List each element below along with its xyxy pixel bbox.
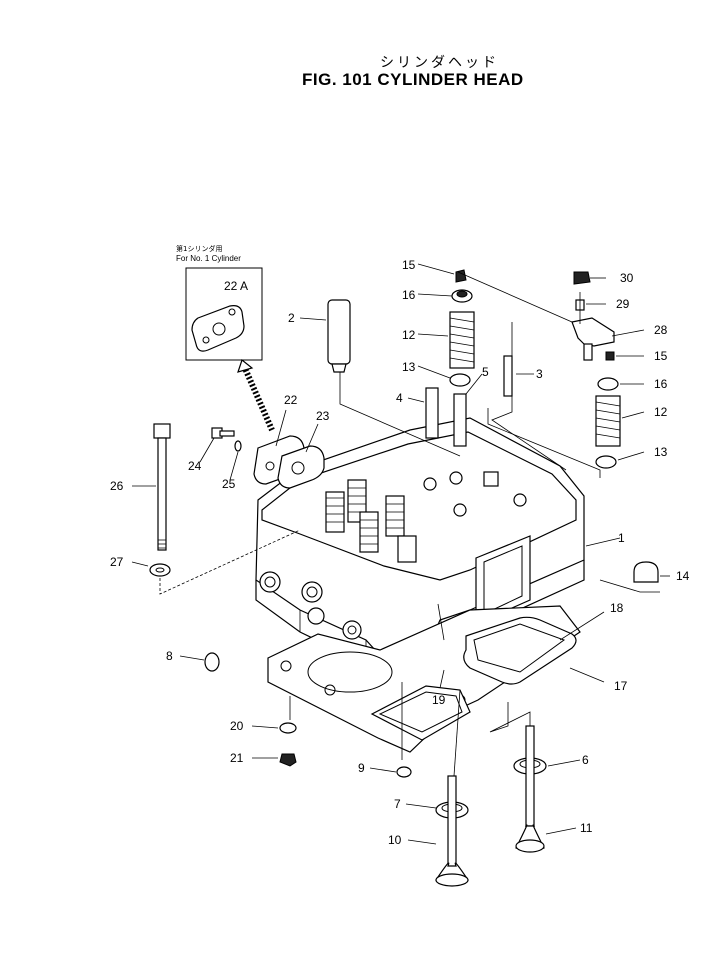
intake-valve-guide: [453, 393, 467, 447]
callout-11: 11: [580, 821, 593, 835]
callout-19: 19: [432, 693, 446, 707]
installed-valve-springs: [325, 471, 527, 563]
callout-16-right: 16: [654, 377, 668, 391]
exhaust-valve: [435, 775, 469, 887]
inset-arrow: [237, 358, 275, 432]
callout-16: 16: [402, 288, 416, 302]
callout-21: 21: [230, 751, 244, 765]
valve-crosshead: [571, 317, 615, 347]
callout-27: 27: [110, 555, 124, 569]
page-title: FIG. 101 CYLINDER HEAD: [302, 70, 524, 89]
callout-4: 4: [396, 391, 403, 405]
callout-10: 10: [388, 833, 402, 847]
callout-9: 9: [358, 761, 365, 775]
intake-valve: [515, 725, 545, 853]
rocker-shaft-cap: [633, 561, 659, 583]
callout-18: 18: [610, 601, 624, 615]
leader-lines: [131, 263, 670, 845]
injector-sleeve: [327, 299, 351, 373]
callout-29: 29: [616, 297, 630, 311]
plate-bolt: [211, 427, 235, 439]
valve-spring: [449, 311, 475, 369]
inset-part-label: 22 A: [224, 279, 248, 293]
adjusting-nut: [573, 271, 591, 285]
spring-seat: [449, 373, 471, 387]
spring-seat-right: [595, 455, 617, 469]
head-nut: [279, 753, 297, 767]
callout-14: 14: [676, 569, 690, 583]
bolt-washer: [149, 563, 171, 577]
callout-15: 15: [402, 258, 416, 272]
expansion-plug: [204, 652, 220, 672]
callout-23: 23: [316, 409, 330, 423]
valve-guide-pin: [503, 355, 513, 397]
callout-12-right: 12: [654, 405, 668, 419]
callout-8: 8: [166, 649, 173, 663]
callout-6: 6: [582, 753, 589, 767]
callout-1: 1: [618, 531, 625, 545]
sealing-washer: [279, 722, 297, 734]
valve-spring-right: [595, 395, 621, 447]
callout-28: 28: [654, 323, 668, 337]
callout-2: 2: [288, 311, 295, 325]
callout-labels: 15 16 12 13 2 5 3 4 30 29 28 15 16 12 13…: [110, 258, 690, 847]
plate-washer: [234, 440, 242, 452]
spring-retainer-right: [597, 377, 619, 391]
callout-26: 26: [110, 479, 124, 493]
plate-gasket: [277, 445, 325, 489]
callout-30: 30: [620, 271, 634, 285]
inset-caption: For No. 1 Cylinder: [176, 254, 241, 263]
valve-keeper-right: [605, 351, 615, 361]
inset-box: [185, 267, 263, 361]
callout-12: 12: [402, 328, 416, 342]
head-bolt: [153, 423, 171, 551]
valve-keeper: [455, 269, 467, 283]
callout-13-right: 13: [654, 445, 668, 459]
callout-3: 3: [536, 367, 543, 381]
callout-22: 22: [284, 393, 298, 407]
callout-7: 7: [394, 797, 401, 811]
inset-caption-japanese: 第1シリンダ用: [176, 245, 223, 253]
cover-gasket: [370, 616, 577, 741]
callout-17: 17: [614, 679, 628, 693]
cup-plug: [396, 766, 412, 778]
callout-13: 13: [402, 360, 416, 374]
callout-5: 5: [482, 365, 489, 379]
callout-15-right: 15: [654, 349, 668, 363]
title-japanese: シリンダヘッド: [380, 55, 499, 71]
callout-25: 25: [222, 477, 236, 491]
exhaust-valve-guide: [425, 387, 439, 439]
callout-24: 24: [188, 459, 202, 473]
callout-20: 20: [230, 719, 244, 733]
